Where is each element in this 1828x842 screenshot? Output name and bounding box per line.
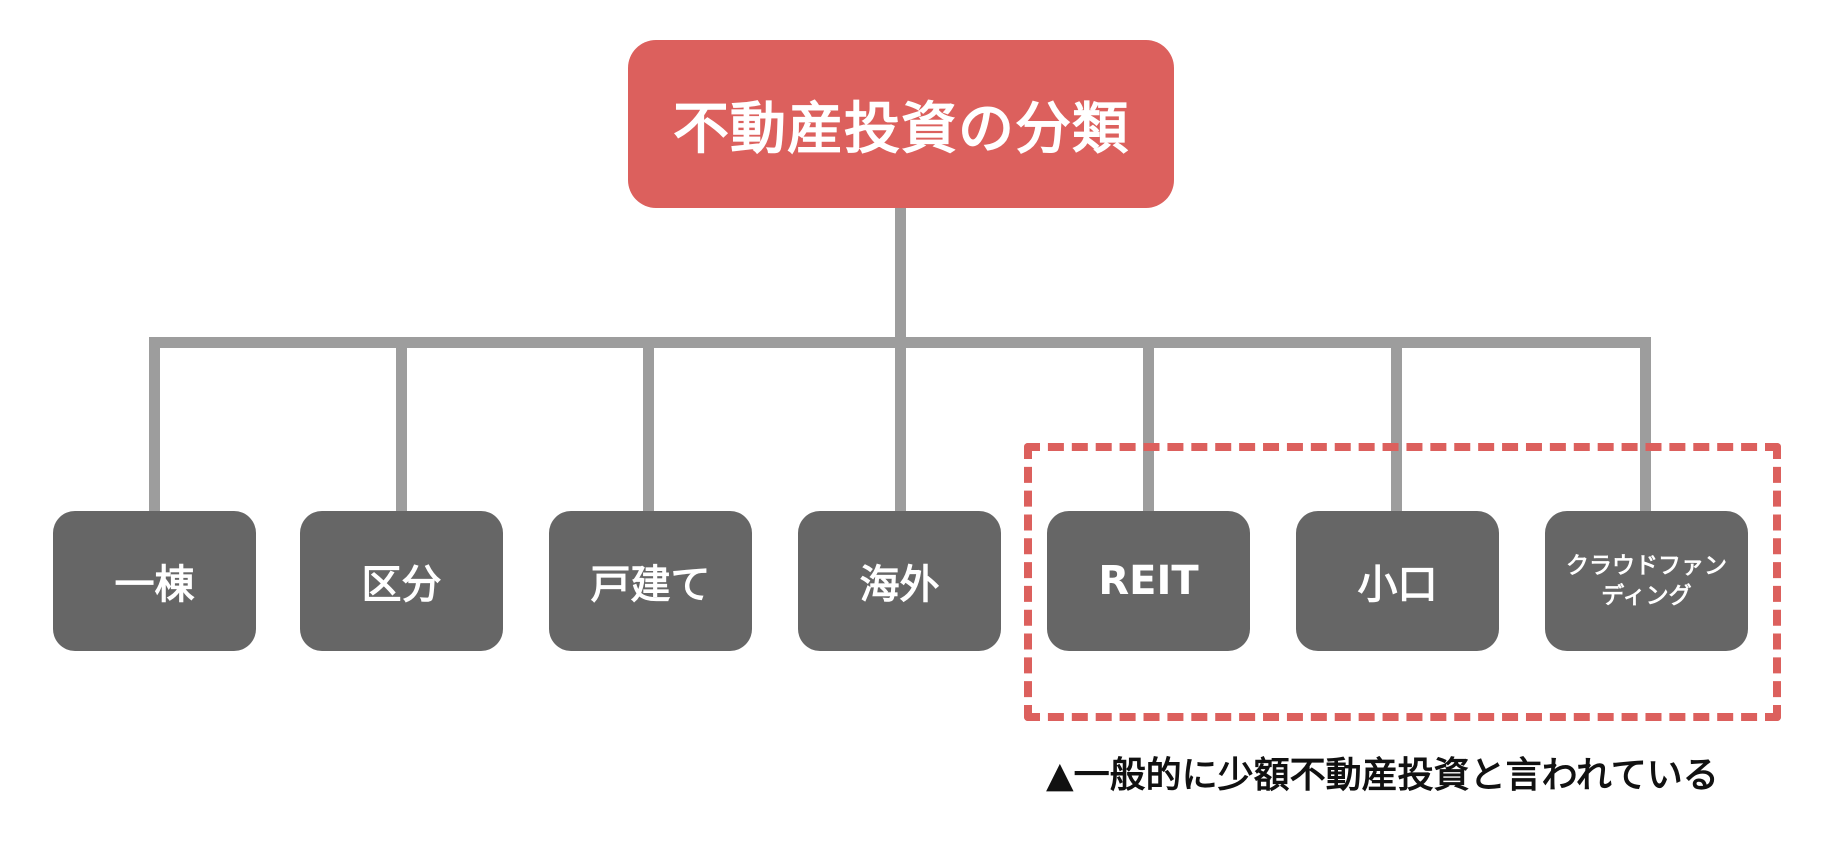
branch-line-3 [643,342,654,511]
category-label-whole-building: 一棟 [114,562,195,608]
root-category-label: 不動産投資の分類 [673,96,1129,162]
category-label-crowdfunding: クラウドファンディング [1566,553,1727,609]
branch-line-7 [1640,342,1651,511]
category-label-unit: 区分 [361,562,442,608]
category-box-overseas: 海外 [798,511,1001,651]
category-label-fractional: 小口 [1357,562,1438,608]
category-label-detached-house: 戸建て [590,562,711,608]
root-category-box: 不動産投資の分類 [628,40,1174,208]
category-box-fractional: 小口 [1296,511,1499,651]
branch-line-1 [149,342,160,511]
category-box-unit: 区分 [300,511,503,651]
root-stem [895,208,906,344]
category-label-reit: REIT [1098,558,1199,604]
branch-line-4 [895,342,906,511]
small-investment-highlight-frame [1024,443,1781,721]
branch-line-2 [396,342,407,511]
branch-line-6 [1391,342,1402,511]
category-box-reit: REIT [1047,511,1250,651]
category-box-whole-building: 一棟 [53,511,256,651]
category-box-crowdfunding: クラウドファンディング [1545,511,1748,651]
small-investment-note: ▲一般的に少額不動産投資と言われている [1046,755,1719,796]
branch-line-5 [1143,342,1154,511]
category-box-detached-house: 戸建て [549,511,752,651]
category-label-overseas: 海外 [859,562,940,608]
